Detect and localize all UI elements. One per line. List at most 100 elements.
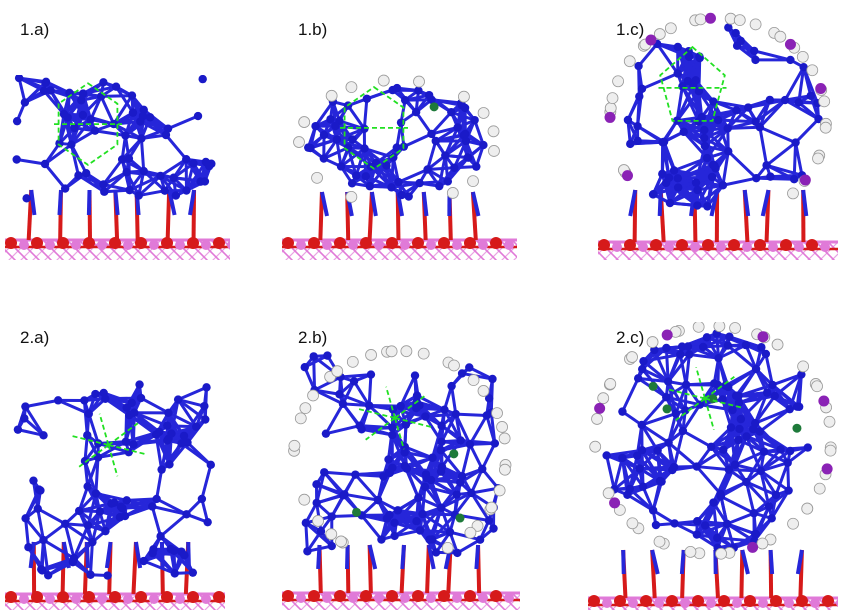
metal-atom bbox=[490, 439, 500, 448]
metal-atom bbox=[412, 391, 422, 400]
metal-atom bbox=[39, 535, 48, 545]
metal-atom bbox=[633, 136, 642, 145]
metal-atom bbox=[751, 55, 760, 65]
metal-atom bbox=[451, 409, 460, 419]
substrate-atom bbox=[296, 240, 306, 250]
substrate-atom bbox=[654, 598, 664, 608]
metal-atom bbox=[351, 171, 361, 180]
metal-atom bbox=[673, 174, 683, 183]
metal-atom bbox=[421, 412, 430, 421]
oxide-substrate bbox=[588, 595, 838, 610]
metal-atom bbox=[12, 155, 21, 164]
nanocluster-render-1b bbox=[282, 74, 517, 260]
hydrogen-atom bbox=[417, 347, 430, 360]
oxygen-atom bbox=[187, 591, 199, 603]
metal-atom bbox=[736, 414, 746, 424]
metal-atom bbox=[400, 95, 410, 105]
hydrogen-atom bbox=[311, 171, 323, 184]
metal-atom bbox=[412, 516, 421, 526]
hydrogen-atom bbox=[458, 90, 470, 103]
hydrogen-atom bbox=[801, 502, 814, 515]
oxygen-atom bbox=[109, 237, 121, 249]
iodine-atom bbox=[621, 170, 633, 182]
metal-atom bbox=[722, 519, 732, 529]
panel-label-2b: 2.b) bbox=[298, 328, 328, 347]
metal-atom bbox=[695, 400, 705, 409]
substrate-atom bbox=[227, 240, 230, 250]
metal-atom bbox=[13, 425, 23, 434]
chlorine-atom bbox=[792, 423, 802, 433]
substrate-atom bbox=[149, 594, 159, 604]
substrate-atom bbox=[400, 593, 410, 603]
oxygen-atom bbox=[490, 590, 502, 602]
metal-atom bbox=[489, 524, 498, 533]
substrate-atom bbox=[322, 593, 332, 603]
metal-atom bbox=[203, 517, 212, 527]
metal-atom bbox=[135, 380, 144, 389]
hydrogen-atom bbox=[294, 412, 307, 425]
metal-atom bbox=[700, 521, 710, 530]
metal-atom bbox=[602, 451, 611, 460]
metal-atom bbox=[453, 548, 462, 558]
metal-atom bbox=[414, 86, 423, 95]
hydrogen-atom bbox=[733, 14, 746, 26]
substrate-atom bbox=[452, 240, 462, 250]
substrate-atom bbox=[123, 240, 133, 250]
metal-atom bbox=[183, 438, 192, 447]
oxygen-atom bbox=[213, 237, 225, 249]
hydrogen-atom bbox=[446, 187, 459, 199]
metal-atom bbox=[465, 440, 475, 449]
hydrogen-atom bbox=[464, 526, 477, 539]
hydrogen-atom bbox=[400, 345, 413, 358]
anchor-bonds bbox=[318, 191, 481, 241]
oxygen-atom bbox=[360, 237, 372, 249]
metal-atom bbox=[724, 465, 734, 474]
metal-atom bbox=[331, 121, 340, 131]
metal-atom bbox=[785, 404, 794, 414]
oxygen-atom bbox=[5, 591, 17, 603]
metal-atom bbox=[799, 62, 808, 72]
oxygen-atom bbox=[718, 595, 730, 607]
metal-atom bbox=[22, 194, 31, 203]
substrate-atom bbox=[175, 240, 185, 250]
metal-atom bbox=[392, 83, 402, 93]
metal-atom bbox=[361, 172, 371, 181]
hydrogen-atom bbox=[448, 359, 460, 372]
metal-atom bbox=[456, 478, 465, 487]
metal-atom bbox=[678, 426, 688, 436]
metal-atom bbox=[188, 568, 198, 577]
oxygen-atom bbox=[334, 237, 346, 249]
metal-atom bbox=[46, 86, 55, 95]
oxygen-atom bbox=[57, 591, 69, 603]
metal-atom bbox=[659, 137, 669, 147]
hydrogen-atom bbox=[335, 535, 347, 548]
substrate-atom bbox=[768, 242, 778, 252]
oxygen-atom bbox=[744, 595, 756, 607]
metal-atom bbox=[326, 115, 335, 124]
metal-atom bbox=[78, 110, 88, 120]
metal-atom bbox=[99, 180, 108, 189]
surface-ligands bbox=[288, 345, 512, 554]
metal-atom bbox=[662, 393, 671, 402]
metal-atom bbox=[741, 340, 751, 350]
metal-atom bbox=[53, 396, 63, 405]
metal-atom bbox=[761, 349, 771, 359]
metal-atom bbox=[718, 181, 728, 190]
substrate-atom bbox=[706, 598, 716, 608]
metal-atom bbox=[484, 516, 494, 525]
metal-atom bbox=[762, 161, 771, 170]
substrate-atom bbox=[45, 594, 55, 604]
chlorine-atom bbox=[429, 102, 439, 112]
oxygen-atom bbox=[676, 239, 688, 251]
iodine-atom bbox=[704, 12, 716, 24]
metal-atom bbox=[137, 134, 146, 143]
hydrogen-atom bbox=[646, 336, 659, 348]
oxygen-atom bbox=[780, 239, 792, 251]
iodine-atom bbox=[818, 395, 830, 407]
oxygen-atom bbox=[438, 237, 450, 249]
substrate-atom bbox=[836, 599, 838, 607]
metal-atom bbox=[200, 401, 209, 411]
metal-atom bbox=[319, 154, 329, 163]
substrate-atom bbox=[794, 242, 804, 252]
hydrogen-atom bbox=[488, 145, 500, 157]
